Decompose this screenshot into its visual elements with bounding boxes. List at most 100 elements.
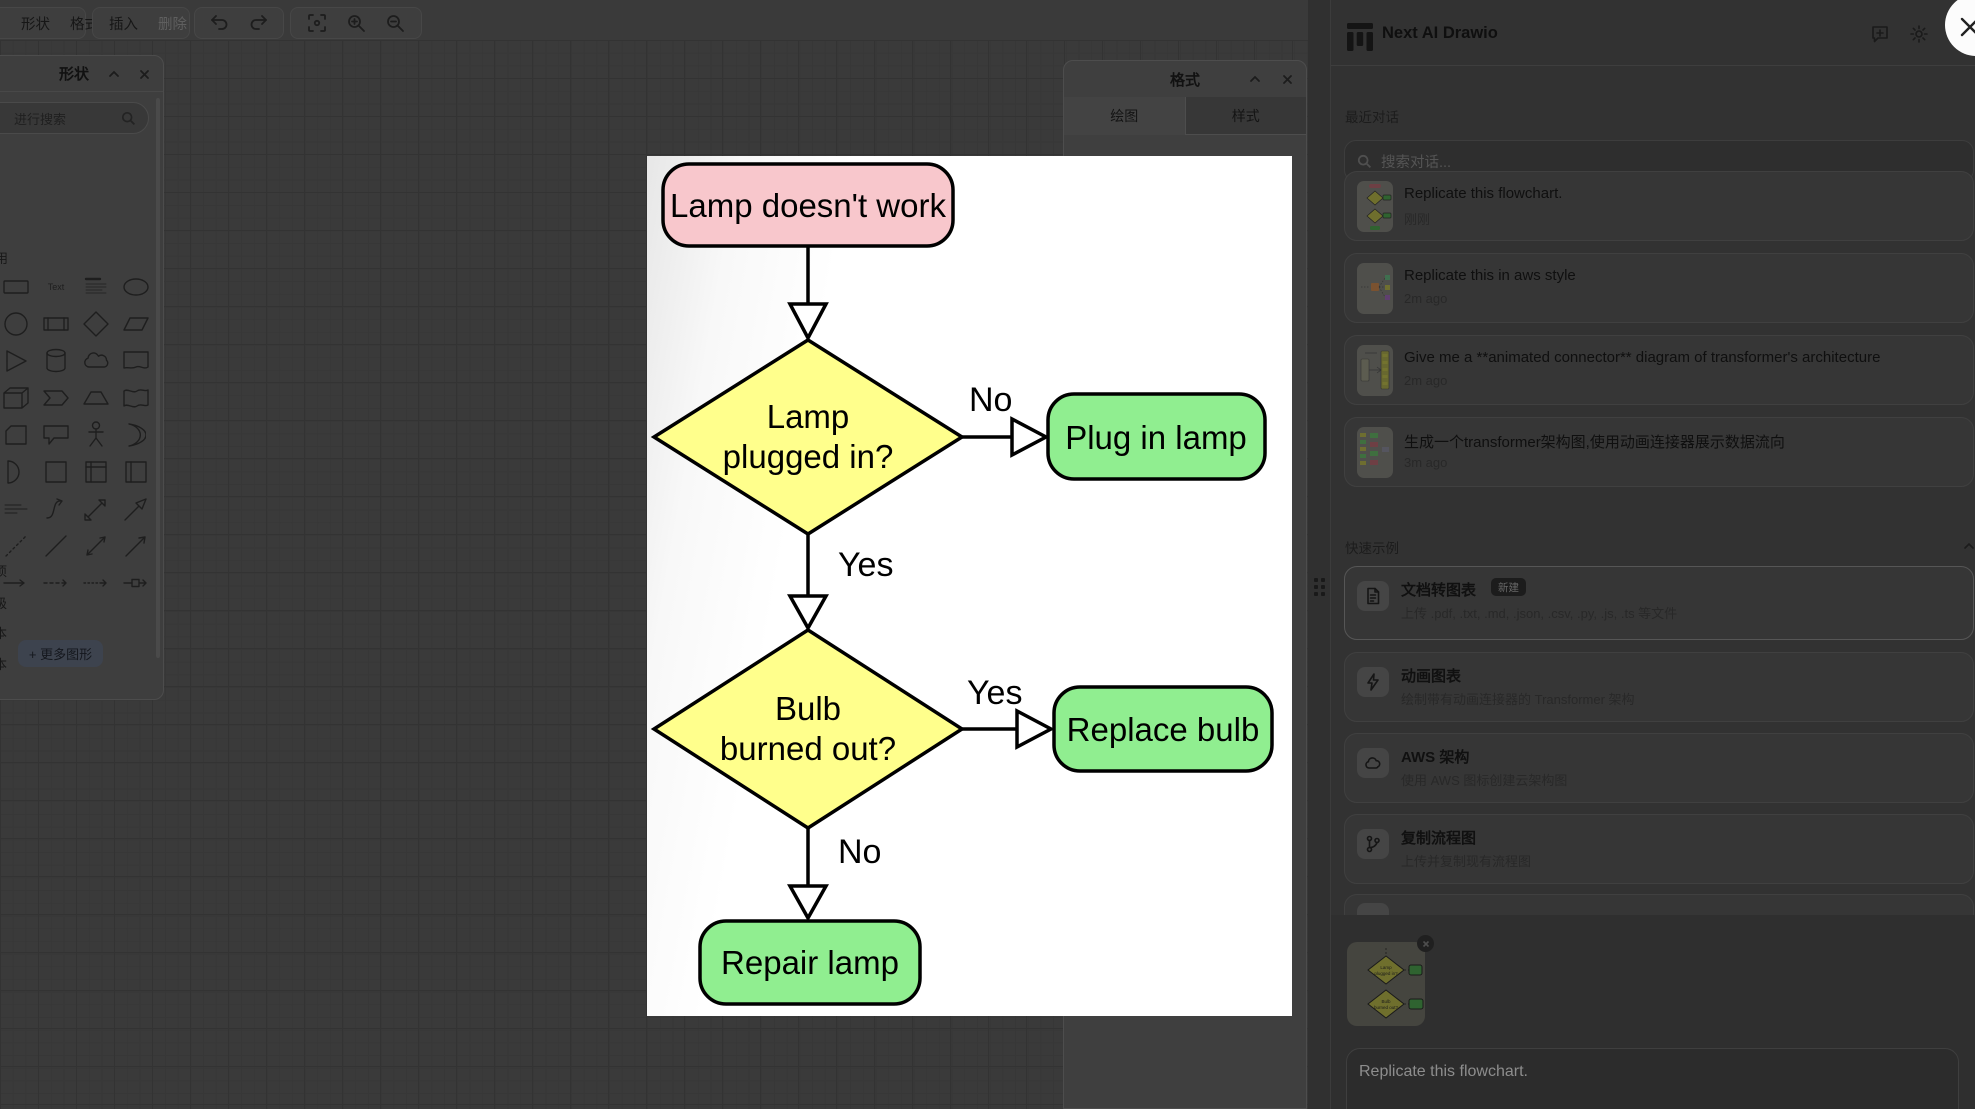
shapes-scrollbar[interactable]: [156, 98, 160, 658]
example-animated-diagram[interactable]: 动画图表 绘制带有动画连接器的 Transformer 架构: [1344, 652, 1974, 722]
shape-dotted-link[interactable]: [81, 570, 111, 596]
shape-cloud[interactable]: [81, 348, 111, 374]
shape-dashed-line[interactable]: [1, 533, 31, 559]
shape-line[interactable]: [41, 533, 71, 559]
shape-link[interactable]: [1, 570, 31, 596]
undo-icon[interactable]: [208, 11, 232, 35]
insert-button[interactable]: 插入: [109, 16, 138, 33]
example-doc-to-diagram[interactable]: 文档转图表 新建 上传 .pdf, .txt, .md, .json, .csv…: [1344, 566, 1974, 640]
format-menu-button[interactable]: 格式: [70, 16, 99, 33]
svg-text:Repair lamp: Repair lamp: [721, 944, 899, 981]
tab-diagram[interactable]: 绘图: [1064, 97, 1185, 135]
toolbar-group-history: [194, 7, 284, 39]
shape-document[interactable]: [121, 348, 151, 374]
shape-arrow-line[interactable]: [121, 533, 151, 559]
fit-view-icon[interactable]: [305, 11, 329, 35]
tab-style[interactable]: 样式: [1184, 97, 1306, 135]
shape-or[interactable]: [121, 422, 151, 448]
conversation-thumbnail: [1357, 345, 1393, 396]
conversation-time: 3m ago: [1404, 455, 1448, 470]
zoom-out-icon[interactable]: [383, 11, 407, 35]
attachment-image-thumbnail[interactable]: Lamp plugged in? Bulb burned out?: [1347, 942, 1425, 1026]
more-shapes-button[interactable]: + 更多图形: [18, 640, 103, 667]
shape-ellipse[interactable]: [121, 274, 151, 300]
zoom-in-icon[interactable]: [344, 11, 368, 35]
section-label-partial-3[interactable]: 本: [0, 623, 7, 642]
shape-actor[interactable]: [81, 421, 111, 448]
shape-square[interactable]: [41, 459, 71, 485]
chat-composer: Lamp plugged in? Bulb burned out?: [1331, 915, 1975, 1109]
chevron-up-icon[interactable]: [1963, 538, 1975, 556]
example-subtitle: 上传 .pdf, .txt, .md, .json, .csv, .py, .j…: [1401, 606, 1678, 621]
shape-container[interactable]: [121, 459, 151, 485]
shape-rectangle[interactable]: [1, 274, 31, 300]
collapse-icon[interactable]: [105, 65, 123, 83]
section-label-partial-2[interactable]: 级: [0, 593, 7, 612]
conversation-title: Replicate this flowchart.: [1404, 185, 1563, 202]
shape-heading[interactable]: [81, 274, 111, 300]
example-title: 动画图表: [1401, 668, 1462, 685]
shape-callout[interactable]: [41, 422, 71, 448]
collapse-icon[interactable]: [1246, 70, 1264, 88]
edge-label-yes2: Yes: [967, 674, 1022, 712]
delete-button[interactable]: 删除: [158, 16, 187, 33]
example-replicate-flowchart[interactable]: 复制流程图 上传并复制现有流程图: [1344, 814, 1974, 884]
node-start: [661, 162, 955, 248]
settings-gear-icon[interactable]: [1909, 24, 1929, 44]
section-label-partial-1[interactable]: 项: [0, 561, 7, 580]
close-icon[interactable]: [135, 65, 153, 83]
example-aws-architecture[interactable]: AWS 架构 使用 AWS 图标创建云架构图: [1344, 733, 1974, 803]
shapes-menu-button[interactable]: 形状: [21, 16, 50, 33]
conversation-item[interactable]: Replicate this in aws style 2m ago: [1344, 253, 1974, 323]
shape-circle[interactable]: [1, 311, 31, 337]
arrowhead: [787, 594, 829, 632]
shape-step[interactable]: [41, 385, 71, 411]
conversation-time: 2m ago: [1404, 291, 1448, 306]
app-title: Next AI Drawio: [1382, 24, 1498, 42]
new-chat-icon[interactable]: [1870, 24, 1890, 44]
search-icon: [1357, 154, 1372, 168]
conversation-title: 生成一个transformer架构图,使用动画连接器展示数据流向: [1404, 434, 1785, 451]
shape-and[interactable]: [1, 459, 31, 485]
shape-tape[interactable]: [121, 385, 151, 411]
shape-parallelogram[interactable]: [121, 311, 151, 337]
search-icon: [121, 111, 136, 125]
cloud-icon: [1357, 748, 1389, 778]
shape-cube[interactable]: [1, 385, 31, 411]
flowchart-image-lightbox[interactable]: Lamp doesn't work Lamp plugged in? No Pl…: [647, 156, 1292, 1016]
section-label-general-partial[interactable]: 用: [0, 248, 8, 267]
drag-handle[interactable]: [1314, 578, 1325, 596]
conversation-title: Replicate this in aws style: [1404, 267, 1576, 284]
shape-curve[interactable]: [41, 496, 71, 522]
quick-examples-label: 快速示例: [1345, 541, 1399, 556]
toolbar-group-zoom: [290, 7, 422, 39]
conversation-item[interactable]: 生成一个transformer架构图,使用动画连接器展示数据流向 3m ago: [1344, 417, 1974, 487]
shape-double-arrow-line[interactable]: [81, 533, 111, 559]
remove-attachment-icon[interactable]: [1417, 935, 1434, 952]
shape-diamond[interactable]: [81, 311, 111, 337]
shape-triangle[interactable]: [1, 348, 31, 374]
section-label-partial-4[interactable]: 本: [0, 654, 7, 673]
shape-cylinder[interactable]: [41, 348, 71, 374]
close-icon[interactable]: [1278, 70, 1296, 88]
edge-label-no1: No: [969, 381, 1012, 419]
shape-list-item[interactable]: [1, 496, 31, 522]
conversation-item[interactable]: Replicate this flowchart. 刚刚: [1344, 171, 1974, 241]
redo-icon[interactable]: [246, 11, 270, 35]
shape-trapezoid[interactable]: [81, 385, 111, 411]
shape-card[interactable]: [1, 422, 31, 448]
top-toolbar: 形状 格式 插入 删除: [0, 0, 1975, 46]
conversation-item[interactable]: Give me a **animated connector** diagram…: [1344, 335, 1974, 405]
shape-process[interactable]: [41, 311, 71, 337]
shape-internal-storage[interactable]: [81, 459, 111, 485]
shape-bidirectional-arrow[interactable]: [81, 496, 111, 522]
shape-search-input[interactable]: 进行搜索: [0, 102, 149, 134]
shape-dashed-link[interactable]: [41, 570, 71, 596]
shape-labeled-link[interactable]: [121, 570, 151, 596]
shape-text[interactable]: Text: [47, 282, 65, 292]
example-title: 文档转图表: [1401, 582, 1477, 599]
shape-arrow[interactable]: [121, 496, 151, 522]
shapes-panel-title: 形状: [58, 66, 89, 83]
chat-message-input[interactable]: [1346, 1048, 1959, 1109]
toolbar-group-edit: 插入 删除: [92, 7, 190, 39]
